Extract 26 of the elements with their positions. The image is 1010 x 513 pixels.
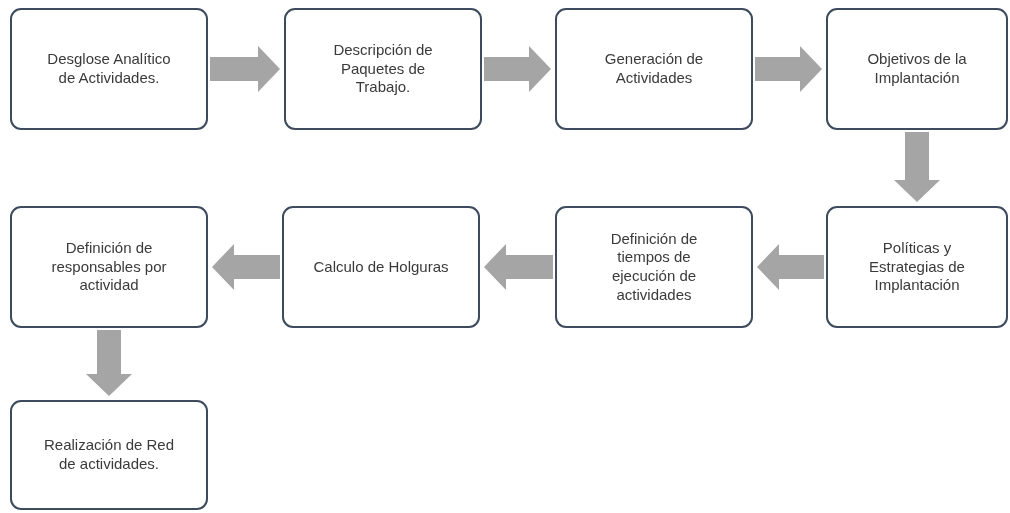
box-label: Objetivos de la Implantación: [866, 50, 968, 88]
arrow: [484, 244, 553, 290]
box-label: Calculo de Holguras: [313, 257, 449, 277]
arrow: [484, 46, 551, 92]
box-label: Realización de Red de actividades.: [42, 436, 176, 474]
box-label: Generación de Actividades: [603, 50, 705, 88]
box-label: Definición de tiempos de ejecución de actividades: [609, 229, 699, 305]
process-box: [555, 206, 753, 328]
process-box: [10, 8, 208, 130]
box-label: Desglose Analítico de Actividades.: [46, 50, 172, 88]
arrow: [757, 244, 824, 290]
box-label: Descripción de Paquetes de Trabajo.: [332, 40, 434, 98]
process-box: [10, 400, 208, 510]
process-box: [284, 8, 482, 130]
arrow: [894, 132, 940, 202]
process-box: [10, 206, 208, 328]
box-label: Políticas y Estrategias de Implantación: [868, 238, 966, 296]
arrow: [755, 46, 822, 92]
arrow: [86, 330, 132, 396]
process-box: [826, 8, 1008, 130]
process-box: [826, 206, 1008, 328]
process-box: [282, 206, 480, 328]
arrow: [210, 46, 280, 92]
arrow: [212, 244, 280, 290]
process-box: [555, 8, 753, 130]
box-label: Definición de responsables por actividad: [50, 238, 168, 296]
